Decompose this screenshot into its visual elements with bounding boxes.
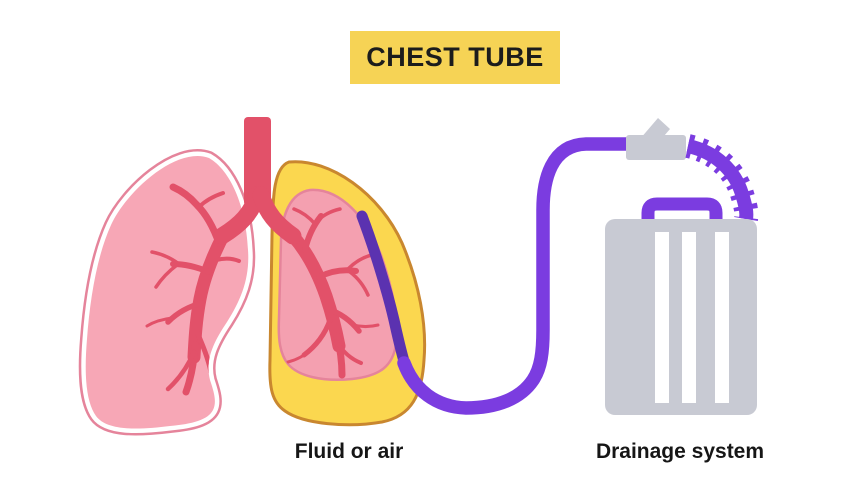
label-fluid-or-air: Fluid or air xyxy=(294,440,404,463)
right-pleural-space xyxy=(268,160,427,427)
connector-body xyxy=(626,135,686,160)
drainage-canister xyxy=(605,219,757,415)
corrugated-tube xyxy=(684,134,759,221)
label-drainage-system: Drainage system xyxy=(595,440,765,463)
canister-stripe xyxy=(715,232,729,403)
left-lung xyxy=(78,149,256,436)
tube-connector xyxy=(626,118,686,160)
canister-stripe xyxy=(682,232,696,403)
right-main-bronchus xyxy=(252,186,302,245)
right-bronchial-tree xyxy=(286,207,380,379)
canister-stripe xyxy=(655,232,669,403)
canister-body xyxy=(605,219,757,415)
title-banner-bg xyxy=(350,31,560,84)
chest-tube-inside-pleura xyxy=(356,210,412,374)
chest-tube xyxy=(397,137,635,415)
trachea xyxy=(244,117,271,206)
page-title: CHEST TUBE xyxy=(366,42,544,72)
canister-handle xyxy=(641,197,723,222)
trachea-and-bronchi xyxy=(213,117,302,245)
